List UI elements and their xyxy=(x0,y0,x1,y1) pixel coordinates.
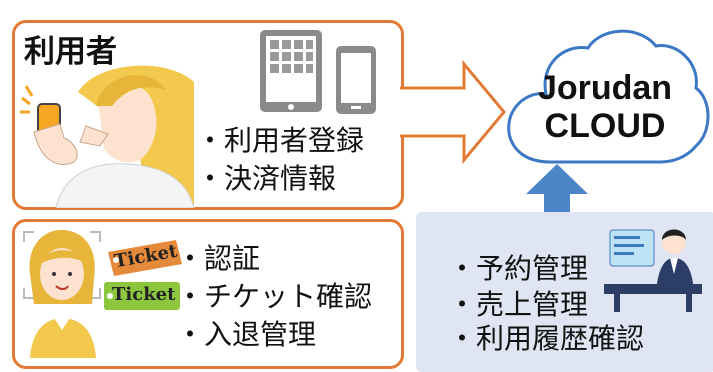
cloud-label-line1: Jorudan xyxy=(537,69,673,107)
feature-reservation-management: ・予約管理 xyxy=(448,252,589,285)
feature-ticket-check: ・チケット確認 xyxy=(176,280,373,313)
ticket-label-bottom: Ticket xyxy=(112,284,176,305)
feature-usage-history: ・利用履歴確認 xyxy=(448,322,645,355)
user-section-title: 利用者 xyxy=(24,34,117,70)
cloud-label-line2: CLOUD xyxy=(544,107,666,145)
feature-user-registration: ・利用者登録 xyxy=(196,124,365,157)
operator-at-desk-illustration xyxy=(604,229,702,312)
feature-authentication: ・認証 xyxy=(176,242,261,275)
feature-sales-management: ・売上管理 xyxy=(448,288,589,321)
up-arrow-icon xyxy=(526,164,588,224)
cloud-icon xyxy=(507,29,710,164)
ticket-icon-bottom xyxy=(104,282,180,310)
feature-payment-info: ・決済情報 xyxy=(196,162,337,195)
staff-woman-illustration xyxy=(23,229,101,358)
tablet-icon xyxy=(260,30,322,112)
smartphone-icon xyxy=(336,46,376,114)
right-arrow-icon xyxy=(400,59,506,165)
ticket-icon-top xyxy=(108,240,182,276)
woman-with-phone-illustration xyxy=(20,65,195,208)
feature-entry-exit: ・入退管理 xyxy=(176,318,317,351)
